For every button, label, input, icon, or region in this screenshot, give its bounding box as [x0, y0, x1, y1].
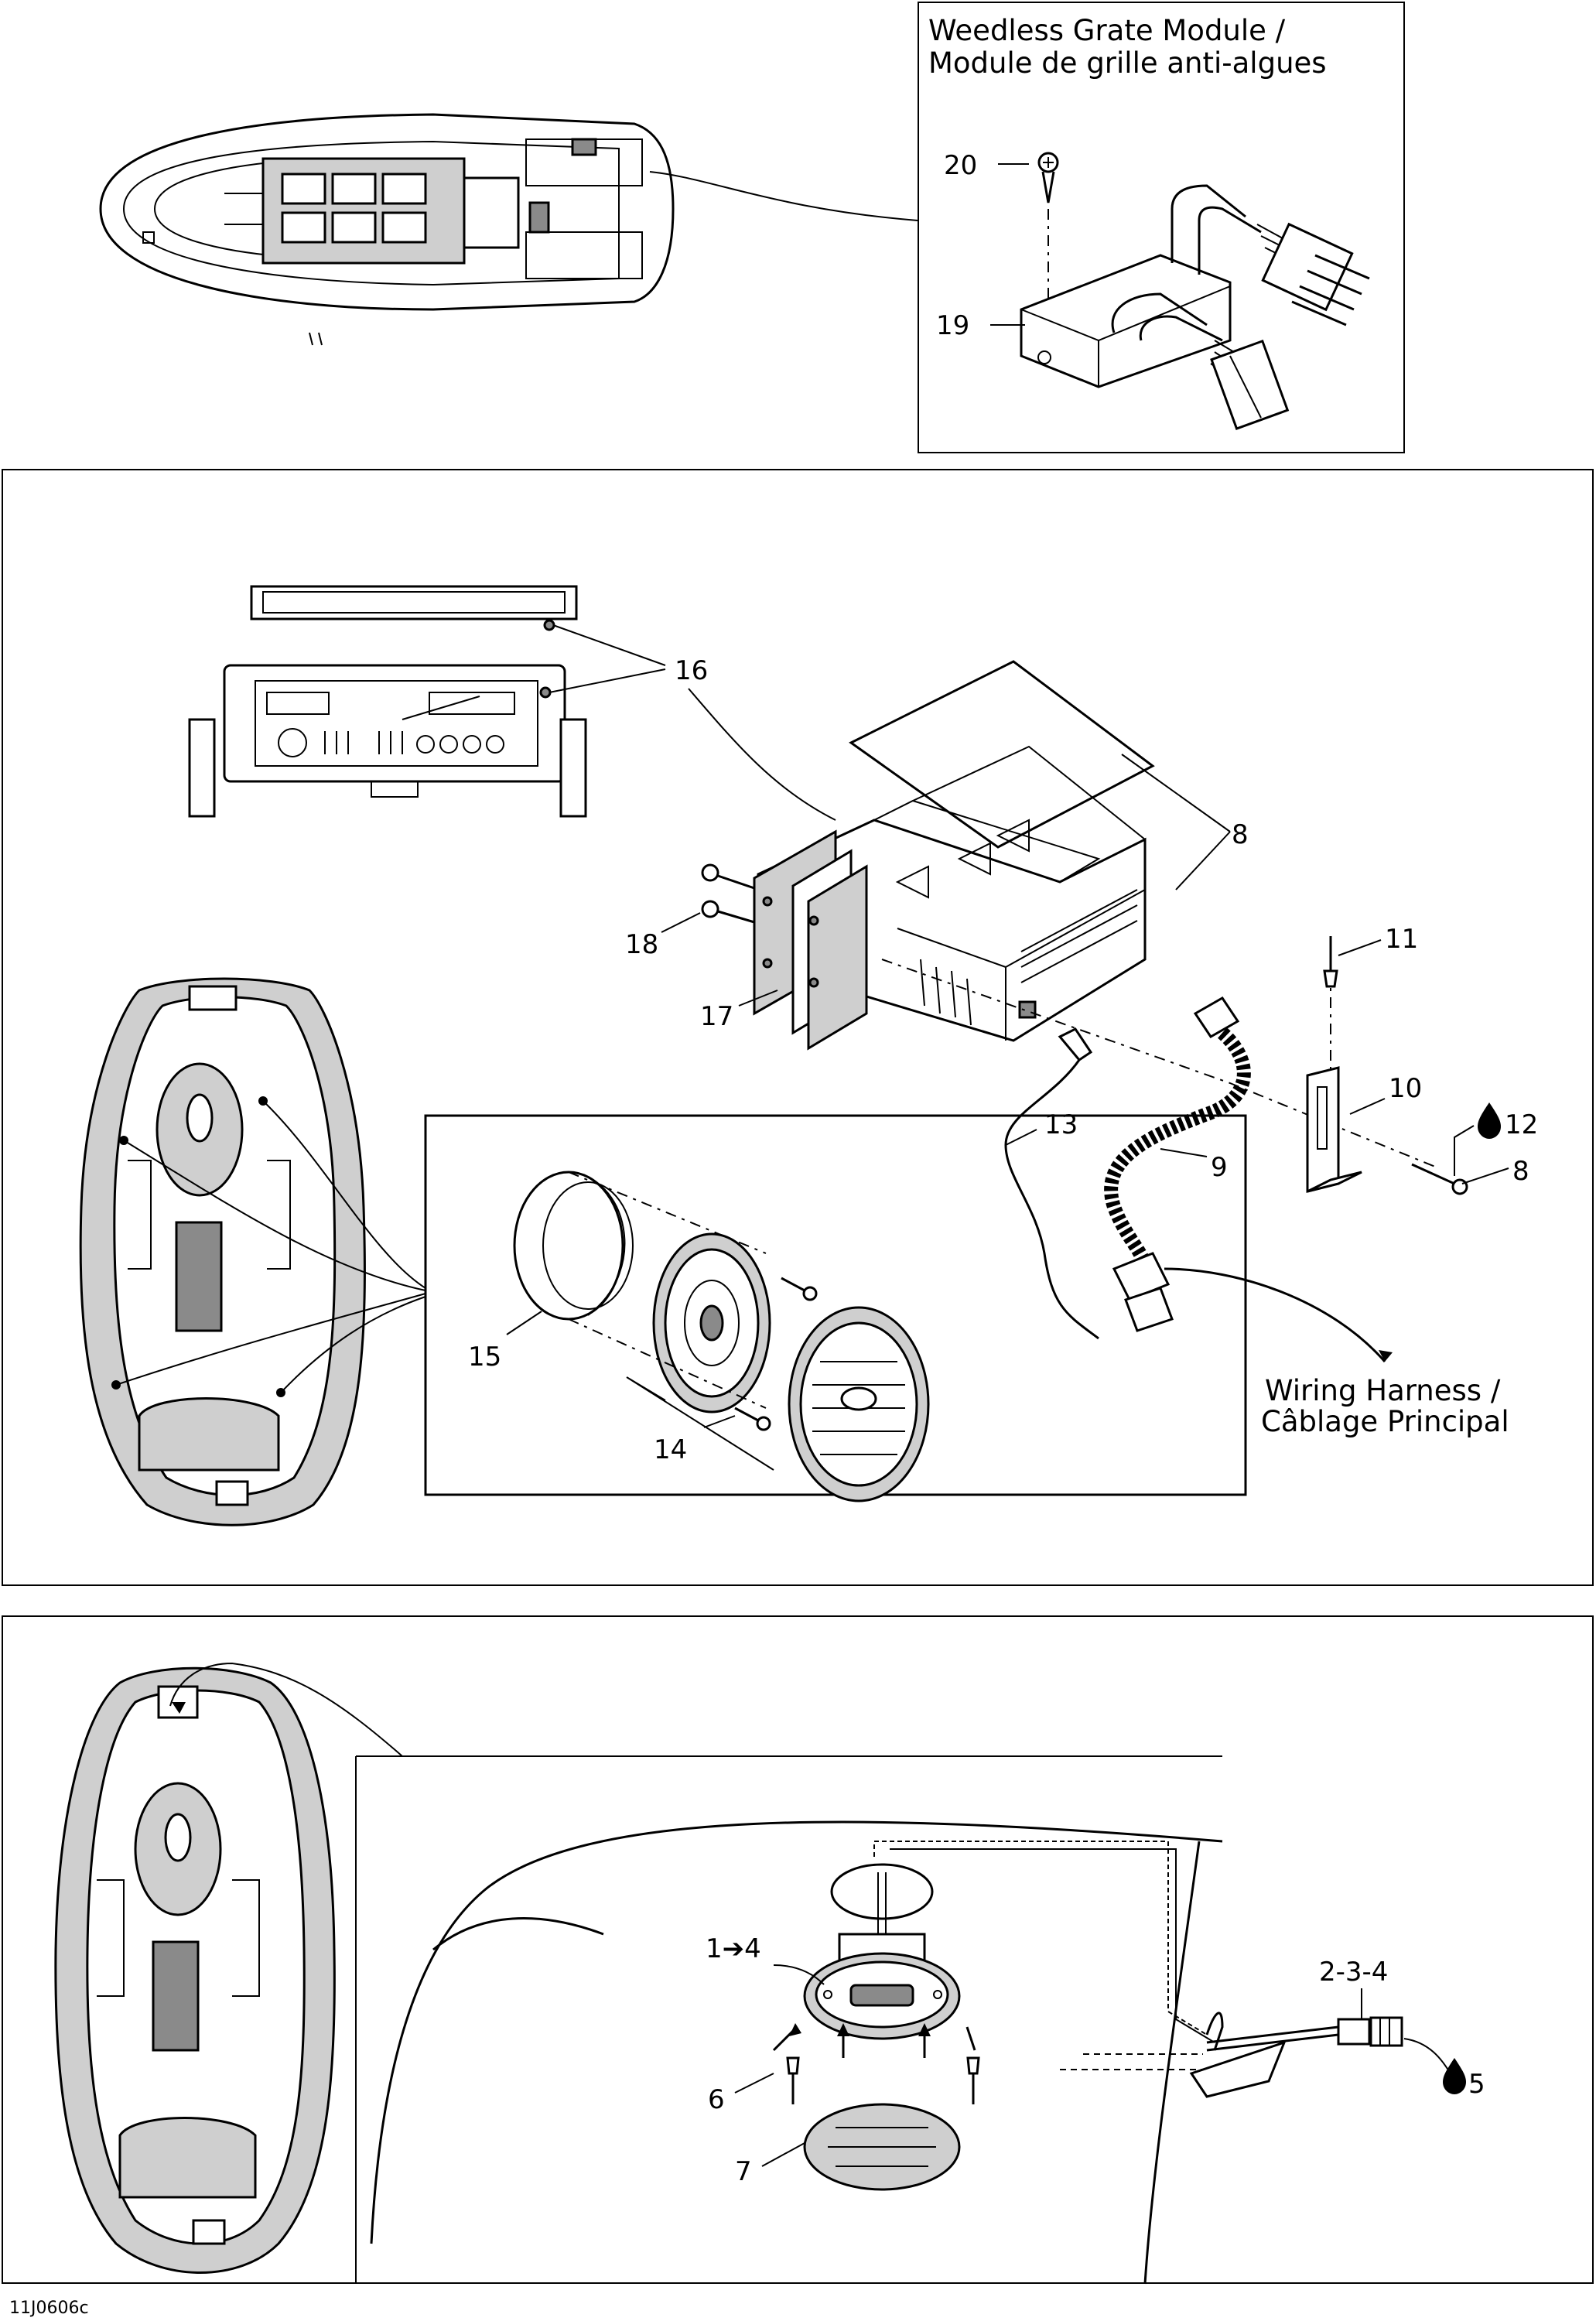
module-title-line1: Weedless Grate Module / [928, 14, 1286, 47]
radio-harness-9 [1104, 996, 1393, 1362]
middle-section-drawing: 16 8 18 17 11 [79, 585, 1538, 1526]
hull-top-view-middle [79, 977, 366, 1526]
hull-detail-view [355, 1755, 1403, 2285]
callout-20: 20 [944, 150, 977, 181]
callout-9: 9 [1211, 1152, 1228, 1183]
callout-1to4: 1➔4 [706, 1933, 761, 1964]
hull-top-view-bottom [54, 1666, 336, 2274]
antenna-cable-13 [1004, 1027, 1099, 1340]
callout-5: 5 [1468, 2069, 1485, 2100]
weedless-module-panel [918, 2, 1405, 453]
screws-18 [701, 863, 755, 924]
callout-8b: 8 [1512, 1156, 1529, 1187]
radio-faceplate-16 [188, 585, 587, 818]
bracket-10 [1306, 1066, 1362, 1193]
module-leader-line [649, 171, 918, 221]
wiring-harness-line1: Wiring Harness / [1265, 1374, 1501, 1407]
wiring-harness-line2: Câblage Principal [1261, 1405, 1509, 1438]
speaker-15 [513, 1171, 930, 1502]
watercraft-top-view [99, 113, 675, 346]
callout-14: 14 [654, 1434, 687, 1465]
callout-15: 15 [468, 1342, 501, 1372]
callout-7: 7 [735, 2156, 752, 2187]
top-section-drawing: Weedless Grate Module / Module de grille… [99, 14, 1370, 430]
module-box-19 [1020, 184, 1370, 430]
callout-2-3-4: 2-3-4 [1319, 1957, 1388, 1988]
callout-10: 10 [1389, 1073, 1422, 1104]
sealant-drop-icon-2 [1443, 2058, 1466, 2094]
callout-6: 6 [708, 2084, 725, 2115]
drawing-code: 11J0606c [9, 2299, 89, 2318]
callout-17: 17 [700, 1001, 733, 1032]
callout-16: 16 [675, 655, 708, 686]
callout-19: 19 [936, 310, 969, 341]
rivet-11 [1323, 936, 1338, 988]
callout-8a: 8 [1232, 819, 1249, 850]
callout-18: 18 [625, 929, 658, 960]
module-title-line2: Module de grille anti-algues [928, 46, 1327, 80]
radio-bezel-17 [753, 829, 868, 1051]
callout-11: 11 [1385, 924, 1418, 955]
callout-12: 12 [1505, 1109, 1538, 1140]
sealant-drop-icon [1478, 1102, 1501, 1139]
